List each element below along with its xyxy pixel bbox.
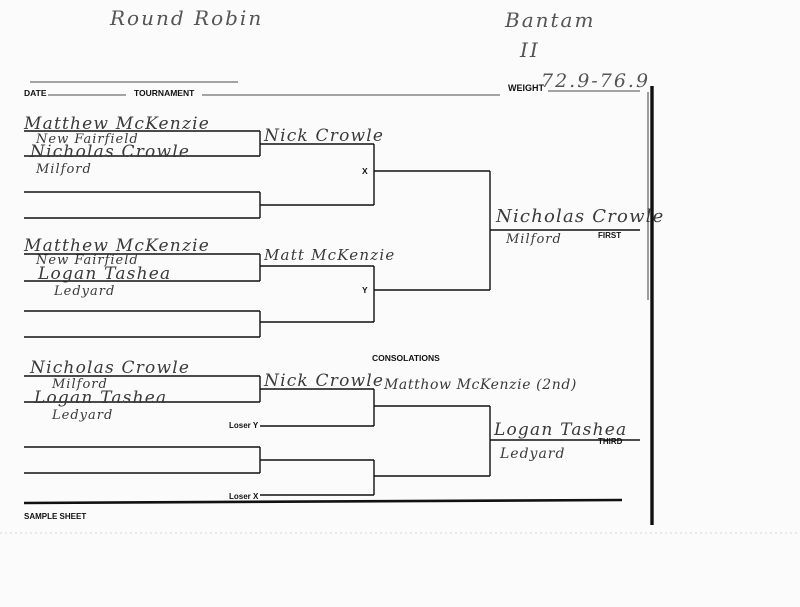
champ-b2-bottom-team: Ledyard [54,284,116,299]
cons-b2-winner: Matthow McKenzie (2nd) [384,377,577,393]
consolations-label: CONSOLATIONS [372,353,440,363]
cons-b1-top-team: Milford [52,377,108,392]
sample-sheet-label: SAMPLE SHEET [24,512,87,521]
bottom-rule [23,498,623,505]
first-label: FIRST [598,231,622,240]
champ-b2-winner: Matt McKenzie [264,246,396,264]
champ-b1-bottom-name: Nicholas Crowle [30,142,191,162]
y-label: Y [362,285,368,295]
cons-b1-top-name: Nicholas Crowle [30,358,191,378]
division-level: II [520,38,540,62]
first-place-name: Nicholas Crowle [496,206,665,227]
loser-x-label: Loser X [229,492,259,501]
third-place-name: Logan Tashea [494,420,628,440]
cons-b1-winner: Nick Crowle [264,371,385,391]
first-place-team: Milford [506,232,562,247]
champ-b2-bottom-name: Logan Tashea [38,264,172,284]
weight-range: 72.9-76.9 [541,70,651,92]
weight-label: WEIGHT [508,83,544,93]
cons-b1-bottom-team: Ledyard [52,408,114,423]
loser-y-label: Loser Y [229,421,259,430]
champ-b1-bottom-team: Milford [36,162,92,177]
x-label: X [362,166,368,176]
champ-b1-top-name: Matthew McKenzie [24,114,211,134]
cons-b1-bottom-name: Logan Tashea [34,388,168,408]
tournament-label: TOURNAMENT [134,88,195,98]
date-label: DATE [24,88,47,98]
division-name: Bantam [505,8,596,32]
third-label: THIRD [598,437,623,446]
champ-b1-winner: Nick Crowle [264,126,385,146]
third-place-team: Ledyard [500,446,566,462]
champ-b2-top-team: New Fairfield [36,253,139,268]
champ-b1-top-team: New Fairfield [36,132,139,147]
champ-b2-top-name: Matthew McKenzie [24,236,211,256]
format-note: Round Robin [110,6,264,30]
